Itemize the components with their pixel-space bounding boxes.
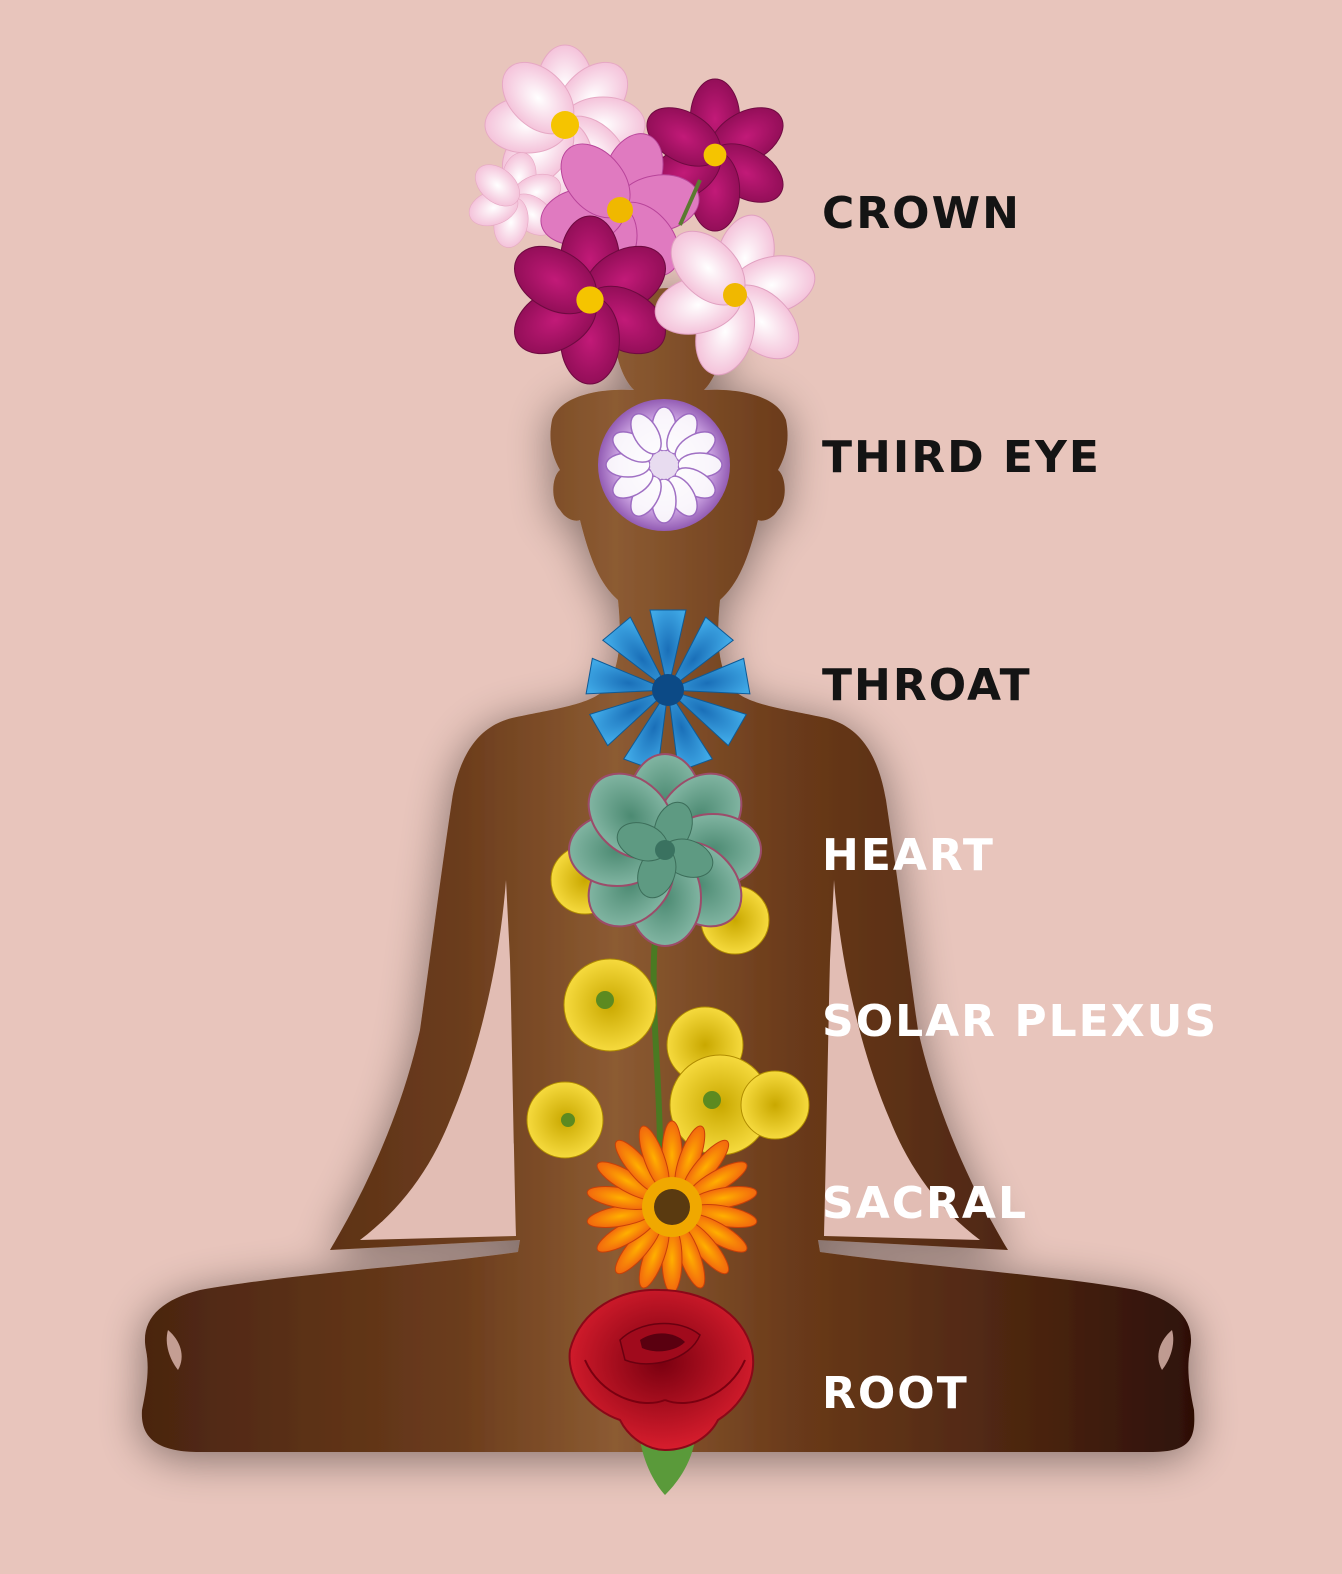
crown-flower-cluster-icon xyxy=(468,44,816,385)
chakra-label-heart: HEART xyxy=(822,830,995,881)
chakra-label-root: ROOT xyxy=(822,1368,969,1419)
chakra-label-throat: THROAT xyxy=(822,660,1032,711)
third-eye-dahlia-icon xyxy=(598,399,730,531)
root-rose-icon xyxy=(568,1288,755,1495)
sacral-gerbera-icon xyxy=(586,1120,758,1294)
chakra-label-third-eye: THIRD EYE xyxy=(822,432,1101,483)
chakra-label-crown: CROWN xyxy=(822,188,1021,239)
chakra-label-solar-plexus: SOLAR PLEXUS xyxy=(822,996,1219,1047)
heart-succulent-icon xyxy=(568,753,762,947)
throat-blue-flower-icon xyxy=(585,609,751,773)
chakra-label-sacral: SACRAL xyxy=(822,1178,1029,1229)
